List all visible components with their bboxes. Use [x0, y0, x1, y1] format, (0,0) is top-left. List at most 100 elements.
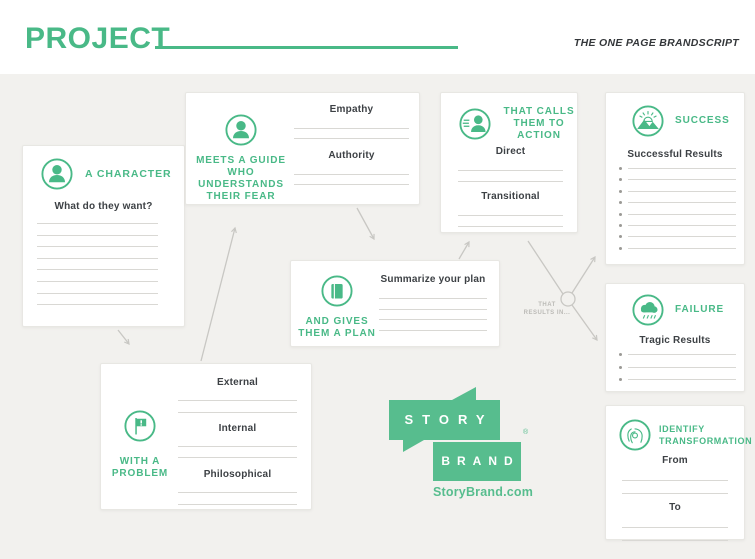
transformation-title-line: TRANSFORMATION: [659, 436, 753, 446]
write-lines: [37, 223, 158, 306]
direct-label: Direct: [495, 146, 526, 157]
success-title: SUCCESS: [675, 115, 730, 126]
failure-prompt: Tragic Results: [639, 335, 711, 346]
character-card: A CHARACTER What do they want?: [22, 145, 185, 327]
authority-label: Authority: [328, 150, 375, 161]
problem-title-line: PROBLEM: [111, 468, 169, 479]
problem-card: WITH A PROBLEM External Internal Philoso…: [100, 363, 312, 510]
failure-card: FAILURE Tragic Results: [605, 283, 745, 392]
write-lines: [458, 215, 563, 227]
write-line: [178, 445, 297, 447]
internal-label: Internal: [218, 422, 257, 434]
write-line: [379, 329, 487, 331]
rain-cloud-icon: [632, 294, 664, 326]
success-card: SUCCESS Successful Results: [605, 92, 745, 265]
write-line: [628, 247, 736, 249]
fingerprint-icon: [619, 419, 651, 451]
speech-bubble-tail: [403, 440, 424, 452]
bullet-line: [619, 212, 736, 216]
write-line: [622, 527, 728, 528]
person-icon: [41, 158, 73, 190]
write-lines: [294, 174, 409, 185]
write-line: [294, 174, 409, 175]
character-prompt: What do they want?: [54, 201, 153, 212]
write-lines: [622, 480, 728, 494]
bullet-line: [619, 235, 736, 239]
write-line: [622, 540, 728, 541]
bullet-line: [619, 246, 736, 250]
brand-speech-bubble: BRAND: [433, 442, 521, 481]
bullet-line: [619, 223, 736, 227]
write-line: [628, 179, 736, 181]
write-line: [37, 223, 158, 224]
bullet-line: [619, 201, 736, 205]
write-line: [458, 226, 563, 227]
write-line: [628, 354, 736, 355]
book-icon: [321, 275, 353, 307]
write-line: [178, 411, 297, 413]
from-label: From: [662, 455, 688, 466]
guide-title-line: THEIR FEAR: [206, 191, 276, 202]
write-lines: [622, 527, 728, 541]
bullet-dot: [619, 189, 622, 193]
bullet-dot: [619, 201, 622, 205]
write-line: [178, 400, 297, 401]
empathy-label: Empathy: [329, 104, 374, 115]
write-line: [628, 366, 736, 368]
project-name-blank-line: [155, 46, 458, 49]
bullet-dot: [619, 235, 622, 239]
character-title: A CHARACTER: [85, 168, 172, 180]
transformation-card: IDENTIFY TRANSFORMATION From To: [605, 405, 752, 541]
sunrise-mountains-icon: [632, 105, 664, 137]
action-card: THAT CALLS THEM TO ACTION Direct Transit…: [440, 92, 578, 233]
connector-label: THAT RESULTS IN...: [523, 302, 571, 316]
write-line: [37, 292, 158, 294]
write-lines: [458, 170, 563, 182]
write-line: [628, 236, 736, 238]
bullet-line: [619, 378, 736, 381]
write-line: [379, 319, 487, 320]
bullet-lines: [619, 167, 736, 250]
write-line: [37, 269, 158, 271]
arrow-circle-to-success: [571, 257, 595, 294]
external-label: External: [216, 377, 259, 388]
flag-icon: [124, 410, 156, 442]
write-line: [379, 308, 487, 310]
running-person-icon: [459, 108, 491, 140]
write-line: [458, 181, 563, 182]
write-line: [294, 184, 409, 185]
arrow-plan-to-action: [458, 242, 469, 260]
write-lines: [178, 492, 297, 505]
bullet-line: [619, 365, 736, 369]
write-lines: [178, 400, 297, 413]
write-line: [628, 224, 736, 226]
guide-title-line: WHO UNDERSTANDS: [198, 167, 284, 190]
action-title-line: THAT CALLS: [503, 106, 575, 117]
plan-card: AND GIVES THEM A PLAN Summarize your pla…: [290, 260, 500, 347]
tagline: THE ONE PAGE BRANDSCRIPT: [573, 37, 739, 49]
plan-prompt: Summarize your plan: [380, 274, 486, 285]
bullet-line: [619, 178, 736, 182]
write-line: [628, 202, 736, 204]
bullet-lines: [619, 353, 736, 381]
write-line: [178, 503, 297, 505]
write-line: [178, 492, 297, 493]
bullet-line: [619, 189, 736, 193]
bullet-dot: [619, 353, 622, 356]
storybrand-logo: STORY BRAND ® StoryBrand.com: [389, 387, 534, 500]
write-line: [628, 190, 736, 192]
speech-bubble-tail: [452, 387, 476, 400]
write-line: [178, 457, 297, 458]
story-speech-bubble: STORY: [389, 400, 500, 440]
write-line: [622, 493, 728, 494]
failure-title: FAILURE: [675, 304, 725, 315]
project-title: PROJECT: [25, 22, 171, 55]
write-line: [628, 168, 736, 169]
guide-title-line: MEETS A GUIDE: [196, 155, 286, 166]
write-line: [37, 304, 158, 306]
guide-card: MEETS A GUIDE WHO UNDERSTANDS THEIR FEAR…: [185, 92, 420, 205]
guide-person-icon: [225, 114, 257, 146]
write-line: [628, 213, 736, 215]
storybrand-url[interactable]: StoryBrand.com: [433, 485, 534, 499]
